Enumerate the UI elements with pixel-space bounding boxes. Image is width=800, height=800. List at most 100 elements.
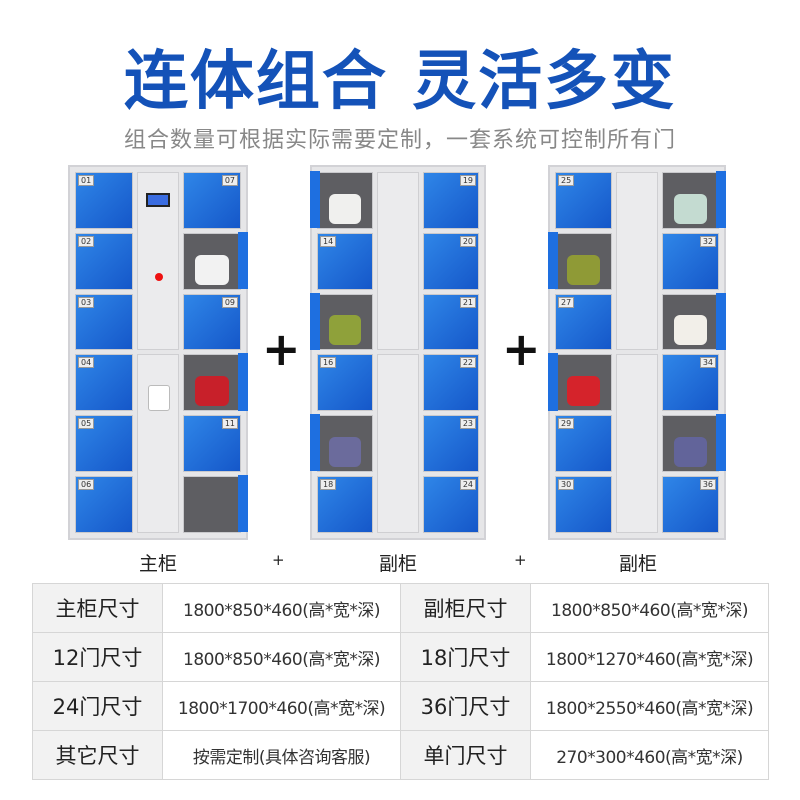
locker-door[interactable]: 22 (423, 354, 479, 412)
locker-door-open[interactable] (310, 292, 373, 351)
locker-door[interactable]: 03 (75, 293, 133, 351)
locker-door[interactable]: 01 (75, 172, 133, 229)
open-door-panel (238, 475, 248, 533)
middle-panel (377, 354, 419, 533)
handbag-icon (674, 315, 707, 346)
locker-door-open[interactable] (183, 231, 248, 290)
locker-door[interactable]: 16 (317, 354, 373, 412)
locker-door[interactable]: 02 (75, 232, 133, 290)
open-door-panel (548, 353, 558, 411)
caption-sub: 副柜 (618, 553, 657, 575)
spec-label: 24门尺寸 (32, 681, 163, 731)
locker-door[interactable]: 05 (75, 415, 133, 473)
spec-value: 1800*850*460(高*宽*深) (162, 583, 401, 633)
spec-label: 其它尺寸 (32, 730, 163, 780)
middle-panel (377, 172, 419, 351)
locker-door-open[interactable] (548, 231, 612, 290)
door-number: 32 (699, 235, 716, 247)
door-number: 23 (459, 418, 476, 430)
locker-door[interactable]: 36 (662, 476, 719, 533)
locker-door[interactable]: 09 (183, 293, 241, 351)
lcd-screen (146, 193, 170, 207)
open-door-panel (548, 231, 558, 289)
door-number: 16 (320, 357, 337, 369)
locker-door[interactable]: 06 (75, 476, 133, 533)
door-number: 19 (459, 175, 476, 186)
door-number: 25 (558, 175, 575, 186)
locker-door[interactable]: 07 (183, 172, 241, 229)
locker-door[interactable]: 11 (183, 415, 241, 473)
locker-door-open[interactable] (662, 414, 726, 473)
locker-door[interactable]: 27 (555, 293, 612, 351)
spec-label: 36门尺寸 (400, 681, 531, 731)
open-door-panel (310, 171, 320, 229)
locker-door-open[interactable] (310, 414, 373, 473)
card-reader-icon (148, 385, 170, 412)
locker-door-open[interactable] (662, 171, 726, 229)
caption-sub: 副柜 (378, 553, 417, 575)
middle-panel (616, 354, 658, 533)
door-number: 22 (459, 357, 476, 369)
door-number: 27 (558, 296, 575, 308)
door-number: 09 (221, 296, 238, 308)
plus-sign: + (262, 322, 301, 376)
open-door-panel (238, 353, 248, 411)
locker-door[interactable]: 24 (423, 476, 479, 533)
door-number: 30 (558, 479, 575, 491)
spec-value: 1800*850*460(高*宽*深) (162, 632, 401, 682)
locker-door-open[interactable] (183, 475, 248, 533)
locker-door[interactable]: 04 (75, 354, 133, 412)
handbag-icon (195, 254, 229, 285)
spec-label: 18门尺寸 (400, 632, 531, 682)
headline: 连体组合 灵活多变 (123, 45, 677, 119)
red-button[interactable] (155, 273, 163, 281)
spec-value: 270*300*460(高*宽*深) (530, 730, 769, 780)
spec-value: 1800*2550*460(高*宽*深) (530, 681, 769, 731)
door-number: 06 (78, 479, 95, 491)
locker-door-open[interactable] (662, 292, 726, 351)
locker-door[interactable]: 20 (423, 232, 479, 290)
open-door-panel (310, 414, 320, 472)
handbag-icon (328, 437, 362, 468)
locker-door[interactable]: 29 (555, 415, 612, 473)
door-number: 14 (320, 235, 337, 247)
card-reader-panel (137, 354, 179, 533)
open-door-panel (716, 292, 726, 350)
door-number: 29 (558, 418, 575, 430)
locker-door[interactable]: 32 (662, 232, 719, 290)
handbag-icon (328, 315, 362, 346)
handbag-icon (567, 376, 600, 407)
sub-cabinet-2: 25 32 27 34 29 30 36 (548, 165, 726, 540)
spec-value: 1800*850*460(高*宽*深) (530, 583, 769, 633)
locker-door-open[interactable] (548, 353, 612, 412)
spec-label: 12门尺寸 (32, 632, 163, 682)
spec-label: 单门尺寸 (400, 730, 531, 780)
plus-small: + (514, 551, 527, 569)
locker-door[interactable]: 30 (555, 476, 612, 533)
control-panel (137, 172, 179, 351)
locker-door[interactable]: 19 (423, 172, 479, 229)
door-number: 20 (459, 235, 476, 247)
open-door-panel (716, 171, 726, 229)
door-number: 04 (78, 357, 95, 369)
locker-door[interactable]: 25 (555, 172, 612, 229)
locker-door[interactable]: 21 (423, 293, 479, 351)
locker-door[interactable]: 14 (317, 232, 373, 290)
locker-door[interactable]: 18 (317, 476, 373, 533)
handbag-icon (674, 193, 707, 224)
spec-value: 按需定制(具体咨询客服) (162, 730, 401, 780)
locker-door-open[interactable] (183, 353, 248, 412)
locker-door[interactable]: 34 (662, 354, 719, 412)
subheadline: 组合数量可根据实际需要定制，一套系统可控制所有门 (123, 128, 676, 153)
locker-door-open[interactable] (310, 171, 373, 229)
locker-door[interactable]: 23 (423, 415, 479, 473)
door-number: 36 (699, 479, 716, 491)
door-number: 01 (78, 175, 95, 186)
door-number: 18 (320, 479, 337, 491)
sub-cabinet-1: 19 14 20 21 16 22 23 18 24 (310, 165, 486, 540)
spec-value: 1800*1270*460(高*宽*深) (530, 632, 769, 682)
